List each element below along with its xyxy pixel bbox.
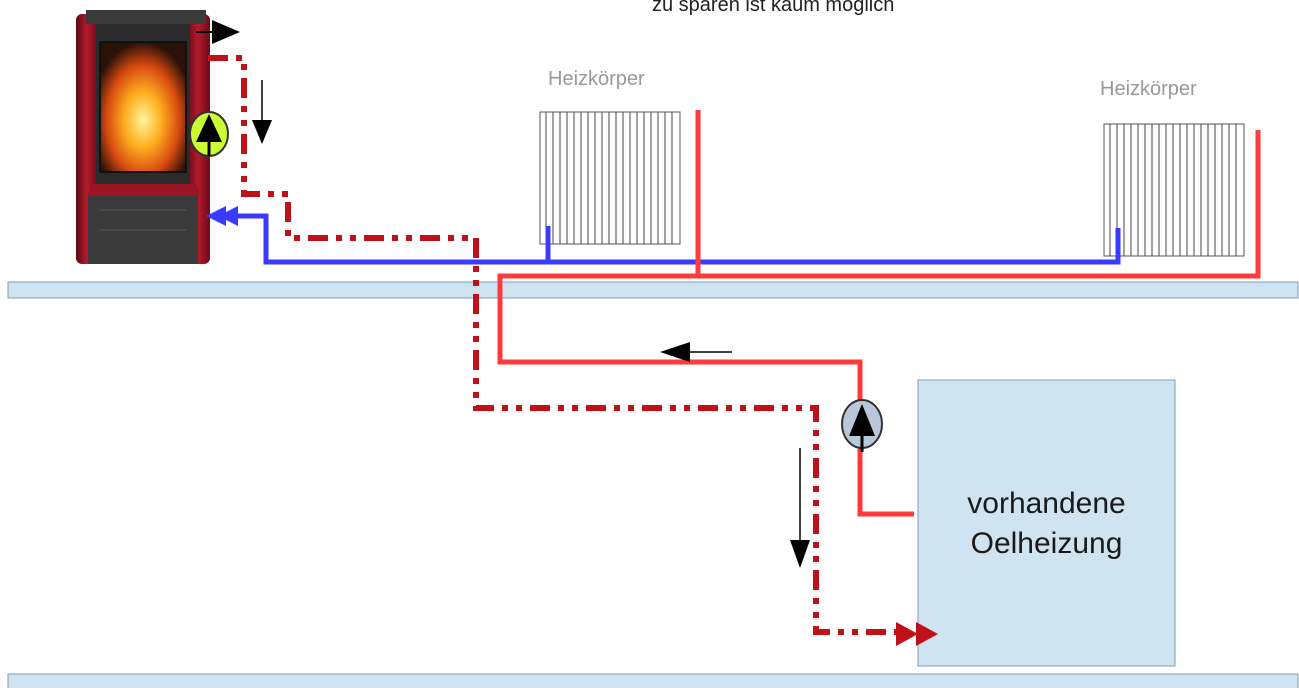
header-partial-text: zu sparen ist kaum möglich (652, 0, 895, 16)
flow-arrow-top (196, 20, 240, 44)
radiator-right-label: Heizkörper (1100, 78, 1197, 100)
oil-heating-label-line2: Oelheizung (970, 527, 1123, 560)
dashed-pipe-arrowhead (896, 622, 918, 646)
oil-heating-box (917, 379, 1176, 667)
oil-heating-label-line1: vorhandene (967, 487, 1126, 520)
cold-return-arrowhead-2 (218, 206, 238, 226)
upper-floor-slab (7, 281, 1299, 299)
cold-return-pipe (230, 213, 1121, 265)
flow-arrow-down-stove (252, 80, 272, 144)
pellet-stove (76, 10, 210, 264)
radiator-left (539, 111, 681, 245)
pump-oil-heating (841, 399, 883, 452)
dashed-pipe-arrowhead-2 (916, 622, 938, 646)
radiator-right (1103, 123, 1245, 257)
pump-stove (189, 111, 229, 157)
lower-floor-slab (7, 673, 1299, 688)
hot-supply-pipe (497, 110, 1261, 517)
dashed-transfer-pipe (208, 55, 898, 635)
flow-arrow-left-middle (660, 342, 732, 362)
flow-arrow-down-lower (790, 448, 810, 568)
cold-return-arrowhead (206, 206, 226, 226)
oil-heating-label: vorhandene Oelheizung (918, 484, 1175, 564)
radiator-left-label: Heizkörper (548, 68, 645, 90)
